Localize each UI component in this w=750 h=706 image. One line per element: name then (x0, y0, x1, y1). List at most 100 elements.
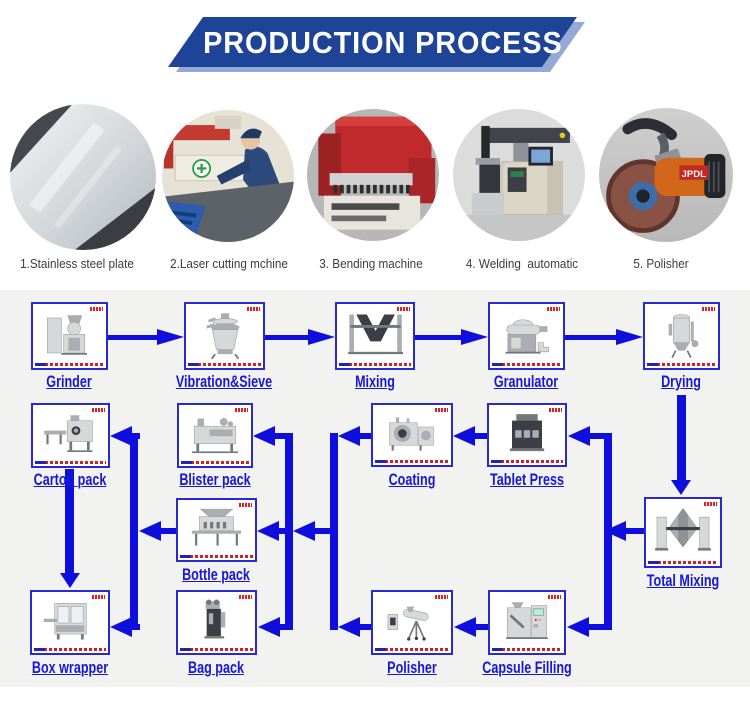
bottle-packing-machine (181, 507, 252, 552)
flow-connector (130, 433, 138, 630)
flow-connector (161, 528, 176, 534)
flow-node-bag-pack[interactable] (176, 590, 257, 655)
photo-caption: 5. Polisher (633, 256, 689, 271)
machine-label-total-mixing[interactable]: Total Mixing (646, 571, 720, 590)
corner-brand-mark (92, 595, 105, 599)
flow-connector (360, 433, 371, 439)
svg-text:JPDL: JPDL (682, 169, 707, 180)
machine-label-coating[interactable]: Coating (388, 470, 436, 489)
flow-connector (65, 469, 74, 574)
welding-automatic-photo (453, 109, 585, 241)
corner-brand-mark (548, 595, 561, 599)
flow-node-blister-pack[interactable] (177, 403, 253, 468)
flow-arrowhead (568, 426, 590, 446)
flow-arrowhead (60, 573, 80, 588)
grinder-machine (36, 311, 103, 360)
website-strip (180, 554, 253, 558)
machine-label-carton-pack[interactable]: Carton pack (33, 470, 107, 489)
flow-node-carton-pack[interactable] (31, 403, 110, 468)
flow-arrowhead (139, 521, 161, 541)
flow-node-total-mixing[interactable] (644, 497, 722, 568)
flow-node-granulator[interactable] (488, 302, 565, 370)
corner-brand-mark (239, 595, 252, 599)
flow-node-vibration[interactable] (184, 302, 265, 370)
cartoning-machine (36, 412, 105, 458)
tablet-press-machine (492, 412, 562, 457)
photo-caption: 3. Bending machine (319, 256, 423, 271)
granulator-machine (493, 311, 560, 360)
bag-packing-machine (181, 599, 252, 645)
flow-connector (265, 335, 309, 340)
machine-label-mixing[interactable]: Mixing (355, 372, 395, 391)
website-strip (35, 460, 106, 464)
flow-node-drying[interactable] (643, 302, 720, 370)
flow-node-capsule-filling[interactable] (488, 590, 566, 655)
flow-arrowhead (567, 617, 589, 637)
photo-caption: 4. Welding automatic (465, 256, 579, 271)
website-strip (339, 362, 411, 366)
flow-arrowhead (604, 521, 626, 541)
machine-label-grinder[interactable]: Grinder (46, 372, 92, 391)
capsule-filling-machine (493, 599, 561, 645)
flow-node-tablet-press[interactable] (487, 403, 567, 467)
website-strip (375, 459, 449, 463)
flow-arrowhead (616, 329, 643, 345)
corner-brand-mark (239, 503, 252, 507)
website-strip (491, 459, 563, 463)
machine-label-drying[interactable]: Drying (661, 372, 701, 391)
photo-caption: 1.Stainless steel plate (20, 256, 134, 271)
polisher-photo: JPDL (599, 108, 733, 242)
coating-machine (376, 412, 448, 457)
laser-cutting-machine-photo (162, 110, 294, 242)
machine-label-blister-pack[interactable]: Blister pack (179, 470, 251, 489)
flow-arrowhead (461, 329, 488, 345)
page-title: PRODUCTION PROCESS (203, 25, 563, 60)
v-mixer-machine (340, 311, 410, 360)
corner-brand-mark (702, 307, 715, 311)
flow-node-bottle-pack[interactable] (176, 498, 257, 562)
website-strip (492, 647, 562, 651)
machine-label-bottle-pack[interactable]: Bottle pack (182, 565, 250, 584)
machine-label-polisher[interactable]: Polisher (387, 658, 437, 677)
corner-brand-mark (247, 307, 260, 311)
flow-connector (275, 433, 293, 439)
flow-node-coating[interactable] (371, 403, 453, 467)
flow-node-box-wrapper[interactable] (30, 590, 110, 655)
flow-arrowhead (157, 329, 184, 345)
flow-node-polisher[interactable] (371, 590, 453, 655)
flow-connector (677, 395, 686, 480)
blister-machine (182, 412, 248, 458)
corner-brand-mark (704, 502, 717, 506)
flow-arrowhead (453, 426, 475, 446)
stainless-steel-plate-photo (10, 104, 156, 250)
flow-connector (565, 335, 617, 340)
photo-caption: 2.Laser cutting mchine (170, 256, 288, 271)
machine-label-capsule-filling[interactable]: Capsule Filling (482, 658, 572, 677)
flow-connector (285, 433, 293, 630)
flowchart-panel: Grinder Vibration&Sieve Mixing Granulato… (0, 290, 750, 687)
flow-connector (475, 433, 487, 439)
flow-connector (476, 624, 488, 630)
flow-node-grinder[interactable] (31, 302, 108, 370)
flow-connector (108, 335, 158, 340)
machine-label-box-wrapper[interactable]: Box wrapper (31, 658, 109, 677)
flow-arrowhead (293, 521, 315, 541)
capsule-polisher-machine (376, 599, 448, 645)
flow-connector (360, 624, 371, 630)
flow-connector (315, 528, 334, 534)
machine-label-granulator[interactable]: Granulator (493, 372, 559, 391)
flow-arrowhead (308, 329, 335, 345)
machine-label-vibration[interactable]: Vibration&Sieve (175, 372, 273, 391)
website-strip (180, 647, 253, 651)
flow-arrowhead (338, 617, 360, 637)
machine-label-bag-pack[interactable]: Bag pack (188, 658, 244, 677)
flow-connector (590, 433, 612, 439)
website-strip (181, 460, 249, 464)
website-strip (492, 362, 561, 366)
flow-node-mixing[interactable] (335, 302, 415, 370)
machine-label-tablet-press[interactable]: Tablet Press (490, 470, 564, 489)
vibration-sieve-machine (189, 311, 260, 360)
flow-connector (279, 528, 289, 534)
flow-arrowhead (454, 617, 476, 637)
corner-brand-mark (397, 307, 410, 311)
